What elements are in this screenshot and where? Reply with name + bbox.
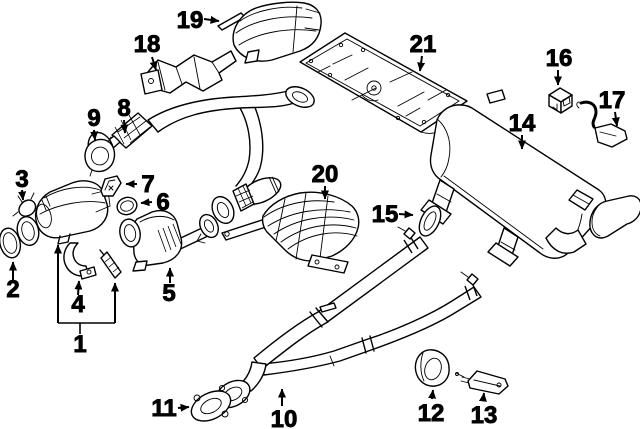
label-16: 16 xyxy=(545,45,573,86)
label-5: 5 xyxy=(162,267,176,307)
part-17-hanger-hook xyxy=(576,100,628,148)
part-7-bracket xyxy=(100,175,122,197)
label-8: 8 xyxy=(117,95,131,134)
label-12: 12 xyxy=(417,389,445,427)
label-6-text: 6 xyxy=(156,189,169,216)
part-6-gasket xyxy=(116,196,138,216)
label-15: 15 xyxy=(371,201,414,228)
label-2-text: 2 xyxy=(6,276,19,303)
label-11-text: 11 xyxy=(151,395,176,422)
label-13-text: 13 xyxy=(471,402,498,429)
label-19-arrow xyxy=(203,15,220,24)
label-19-text: 19 xyxy=(177,7,204,34)
part-12-rubber-hanger xyxy=(414,349,450,387)
label-17-arrow xyxy=(611,111,620,127)
label-20: 20 xyxy=(311,161,339,200)
part-1-catalytic-converter xyxy=(16,180,111,246)
label-1-text: 1 xyxy=(73,331,86,358)
part-14-muffler xyxy=(420,104,640,267)
label-7: 7 xyxy=(125,171,155,198)
label-15-arrow xyxy=(398,210,414,219)
label-7-text: 7 xyxy=(141,171,154,198)
label-6-arrow xyxy=(140,198,153,207)
part-4-bracket xyxy=(63,242,97,280)
callouts: 19 18 8 9 3 7 6 2 xyxy=(6,7,626,429)
label-20-text: 20 xyxy=(312,161,339,188)
label-21-text: 21 xyxy=(410,31,437,58)
label-18: 18 xyxy=(133,31,161,71)
part-2-gasket xyxy=(0,227,22,259)
label-5-text: 5 xyxy=(162,280,175,307)
label-10: 10 xyxy=(270,388,298,429)
part-20-heat-shield xyxy=(221,191,360,274)
label-2: 2 xyxy=(6,261,20,303)
part-15-gasket xyxy=(418,205,442,237)
label-21-arrow xyxy=(417,55,426,72)
label-3: 3 xyxy=(15,166,29,201)
label-3-arrow xyxy=(18,189,27,201)
label-21: 21 xyxy=(409,31,437,72)
label-8-arrow xyxy=(120,119,129,134)
label-12-arrow xyxy=(428,389,437,400)
label-3-text: 3 xyxy=(15,166,28,193)
part-19-heat-shield xyxy=(217,1,322,64)
label-9: 9 xyxy=(87,105,101,141)
label-18-arrow xyxy=(149,56,158,71)
label-19: 19 xyxy=(176,7,220,34)
label-4: 4 xyxy=(71,280,86,318)
part-5-catalytic-converter xyxy=(119,209,219,272)
label-9-arrow xyxy=(90,129,99,141)
label-17: 17 xyxy=(598,87,626,127)
label-16-text: 16 xyxy=(546,45,573,72)
label-14-text: 14 xyxy=(509,110,536,137)
label-17-text: 17 xyxy=(599,87,626,114)
label-4-arrow xyxy=(74,280,83,296)
label-10-text: 10 xyxy=(271,406,298,429)
part-3-clamp xyxy=(12,192,37,217)
label-11: 11 xyxy=(151,395,190,422)
label-13-arrow xyxy=(478,392,487,402)
label-4-text: 4 xyxy=(71,291,85,318)
label-18-text: 18 xyxy=(134,31,161,58)
part-11-gasket xyxy=(190,390,232,422)
part-16-mount xyxy=(548,87,573,114)
label-8-text: 8 xyxy=(117,95,130,122)
label-14: 14 xyxy=(508,110,536,150)
part-13-hanger-bracket xyxy=(455,370,509,395)
part-18-heat-shield xyxy=(140,50,237,95)
label-12-text: 12 xyxy=(418,400,445,427)
label-15-text: 15 xyxy=(372,201,399,228)
part-1-stud xyxy=(99,249,122,279)
label-1: 1 xyxy=(54,244,119,358)
label-11-arrow xyxy=(177,403,190,412)
label-13: 13 xyxy=(470,392,498,429)
label-9-text: 9 xyxy=(87,105,100,132)
label-6: 6 xyxy=(140,189,170,216)
part-9-gasket xyxy=(84,136,116,177)
